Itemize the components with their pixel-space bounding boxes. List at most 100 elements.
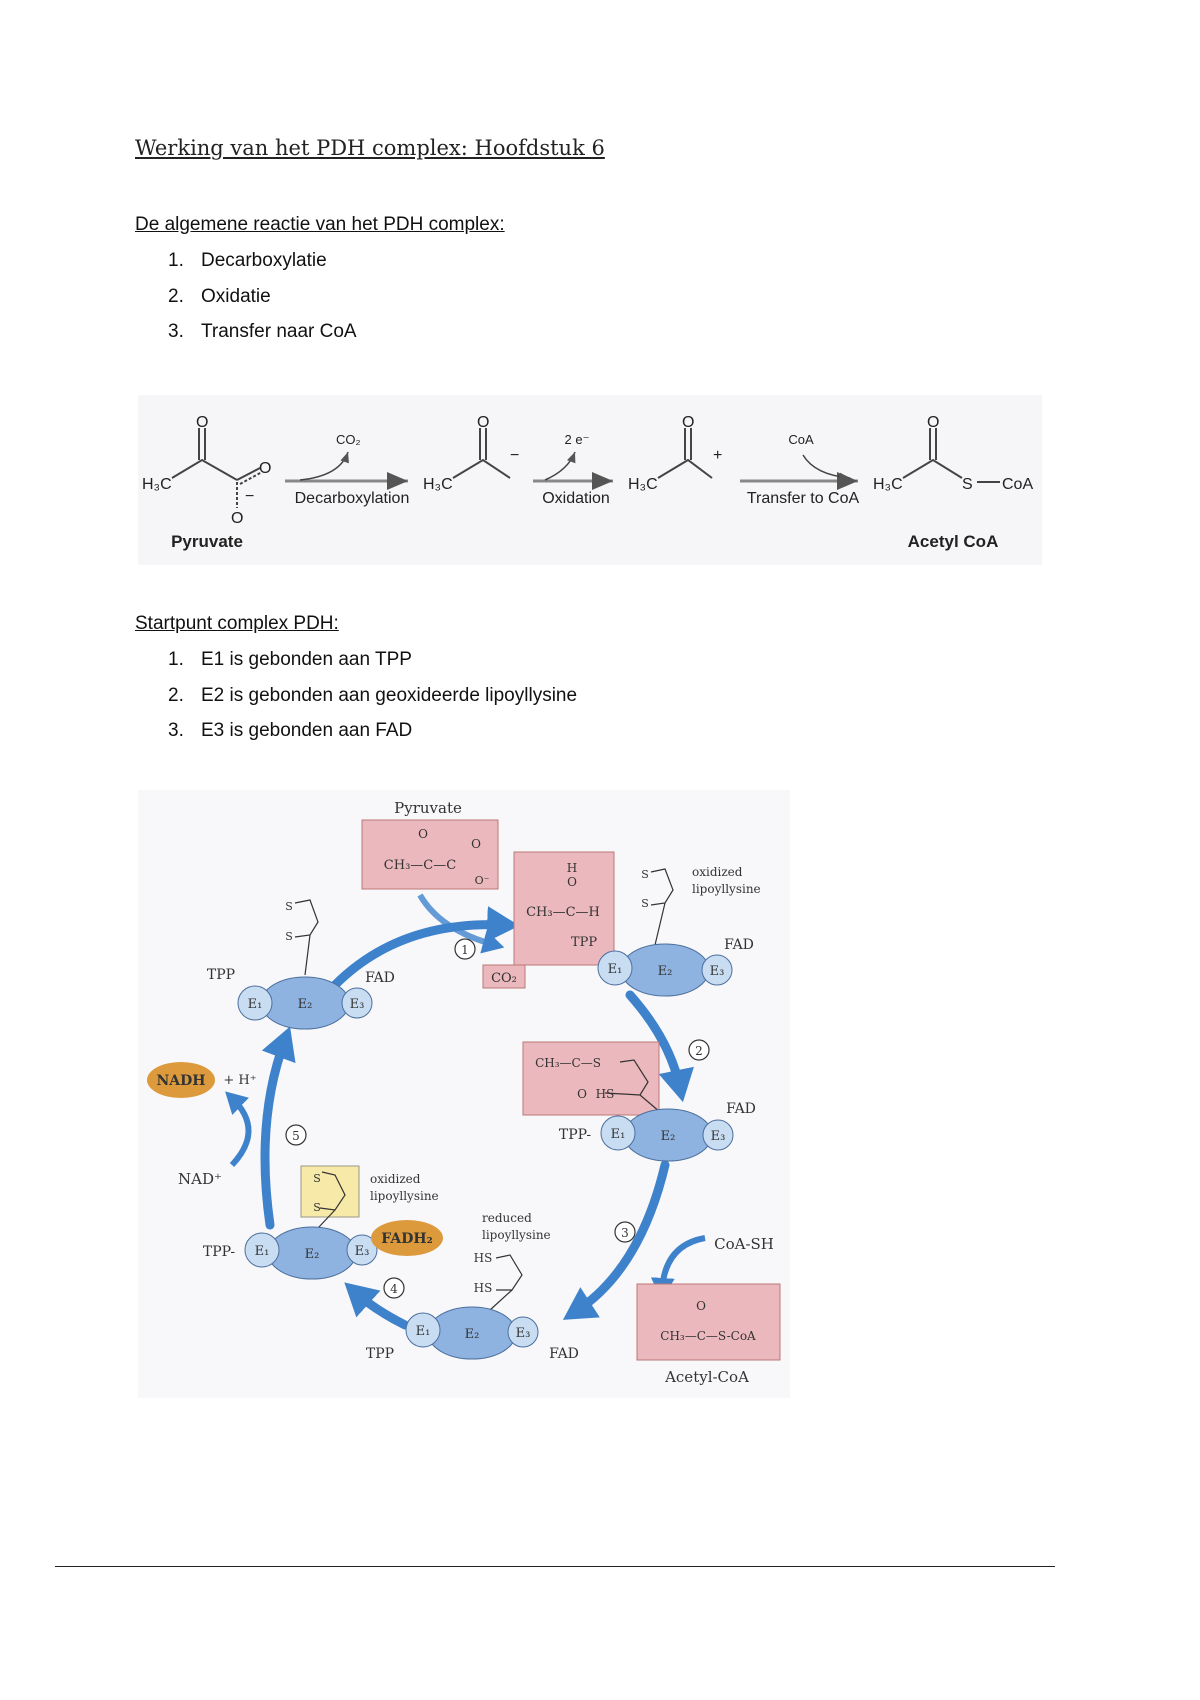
e1-label: E₁ bbox=[255, 1244, 270, 1259]
lipoyllysine-label: lipoyllysine bbox=[692, 882, 761, 896]
acetyl-lipoyl-hs: HS bbox=[596, 1087, 615, 1101]
list-number: 3. bbox=[168, 720, 184, 741]
complex-bottom-left bbox=[244, 1226, 378, 1280]
acetyl-coa-box bbox=[636, 1283, 781, 1361]
e2-label: E₂ bbox=[305, 1247, 320, 1262]
list-number: 1. bbox=[168, 250, 184, 271]
coa-label: CoA bbox=[788, 432, 814, 447]
s-label: S bbox=[285, 900, 293, 913]
nad-plus-label: NAD⁺ bbox=[178, 1170, 222, 1188]
footer-divider bbox=[55, 1566, 1055, 1567]
e2-label: E₂ bbox=[465, 1327, 480, 1342]
pyruvate-box bbox=[361, 819, 499, 890]
complex-top-right bbox=[597, 943, 733, 997]
lipoyllysine-label: lipoyllysine bbox=[482, 1228, 551, 1242]
s-label: S bbox=[313, 1172, 321, 1185]
complex-top-left bbox=[237, 976, 373, 1030]
acetyl-h3c: H₃C bbox=[873, 476, 903, 493]
tpp-label: TPP- bbox=[203, 1244, 235, 1260]
list-item: 1.E1 is gebonden aan TPP bbox=[168, 649, 577, 685]
transfer-label: Transfer to CoA bbox=[747, 490, 860, 507]
arrow-step1 bbox=[330, 906, 520, 990]
co2-label: CO₂ bbox=[491, 971, 517, 986]
acetyl-s: S bbox=[962, 476, 973, 493]
step-3-number: 3 bbox=[621, 1226, 629, 1240]
intermediate2-h3c: H₃C bbox=[628, 476, 658, 493]
arrow-step5 bbox=[260, 1026, 296, 1230]
e3-label: E₃ bbox=[350, 997, 365, 1012]
electrons-label: 2 e⁻ bbox=[565, 432, 590, 447]
list-number: 2. bbox=[168, 684, 184, 706]
intermediate-tpp: TPP bbox=[571, 935, 597, 950]
pyruvate-o2: O bbox=[259, 460, 271, 477]
e2-label: E₂ bbox=[658, 964, 673, 979]
e1-label: E₁ bbox=[416, 1324, 431, 1339]
oxidized-label: oxidized bbox=[692, 865, 743, 879]
arrow-step2 bbox=[625, 990, 694, 1103]
reduced-label: reduced bbox=[482, 1211, 532, 1225]
acetyl-coa-label: Acetyl-CoA bbox=[664, 1368, 749, 1386]
acetyl-coa-label: Acetyl CoA bbox=[908, 532, 999, 551]
s-label: S bbox=[313, 1201, 321, 1214]
list-text: Oxidatie bbox=[201, 285, 271, 307]
pyruvate-charge: − bbox=[245, 488, 254, 505]
intermediate1-h3c: H₃C bbox=[423, 476, 453, 493]
intermediate2-charge: + bbox=[713, 447, 722, 464]
arrow-co2-release bbox=[417, 893, 505, 954]
acetyl-o: O bbox=[927, 414, 939, 431]
step-2-number: 2 bbox=[695, 1044, 703, 1058]
list-text: E3 is gebonden aan FAD bbox=[201, 720, 413, 741]
co2-label: CO₂ bbox=[336, 432, 361, 447]
acetyl-coa-o: O bbox=[696, 1299, 706, 1313]
page-title: Werking van het PDH complex: Hoofdstuk 6 bbox=[135, 136, 605, 160]
acetyl-coa-formula: CH₃—C—S-CoA bbox=[660, 1329, 756, 1343]
reaction-scheme: H₃C O O O − CO₂ Decarboxylation H₃C O − … bbox=[138, 395, 1042, 565]
arrow-coa-acetylcoa bbox=[650, 1235, 706, 1300]
s-label: S bbox=[641, 897, 649, 910]
fad-label: FAD bbox=[549, 1346, 579, 1362]
pyruvate-o: O bbox=[196, 414, 208, 431]
section-heading-startpoint: Startpunt complex PDH: bbox=[135, 613, 339, 634]
list-text: E1 is gebonden aan TPP bbox=[201, 649, 412, 670]
list-item: 2. E2 is gebonden aan geoxideerde lipoyll… bbox=[168, 685, 577, 721]
list-number: 3. bbox=[168, 321, 184, 342]
intermediate-formula: CH₃—C—H bbox=[526, 905, 600, 920]
list-text: Transfer naar CoA bbox=[201, 321, 357, 342]
fadh2-badge bbox=[371, 1220, 443, 1256]
intermediate1-charge: − bbox=[510, 447, 519, 464]
e2-label: E₂ bbox=[661, 1129, 676, 1144]
nadh-label: NADH bbox=[156, 1073, 205, 1089]
list-item: 1. Decarboxylatie bbox=[168, 250, 357, 286]
list-item: 2. Oxidatie bbox=[168, 286, 357, 322]
list-number: 2. bbox=[168, 285, 184, 307]
pyruvate-label: Pyruvate bbox=[394, 799, 462, 817]
acetyl-coa-end: CoA bbox=[1002, 476, 1033, 493]
oxidation-label: Oxidation bbox=[542, 490, 610, 507]
list-text: Decarboxylatie bbox=[201, 250, 327, 271]
pyruvate-o-minus: O⁻ bbox=[475, 874, 490, 887]
e1-label: E₁ bbox=[248, 997, 263, 1012]
complex-right bbox=[600, 1108, 734, 1162]
pyruvate-h3c: H₃C bbox=[142, 476, 172, 493]
tpp-label: TPP- bbox=[559, 1127, 591, 1143]
tpp-label: TPP bbox=[366, 1346, 394, 1362]
coa-sh-label: CoA-SH bbox=[714, 1235, 774, 1253]
arrow-nad-nadh bbox=[225, 1091, 252, 1168]
fad-label: FAD bbox=[726, 1101, 756, 1117]
s-label: S bbox=[641, 868, 649, 881]
decarboxylation-label: Decarboxylation bbox=[295, 490, 410, 507]
e3-label: E₃ bbox=[355, 1244, 370, 1259]
intermediate2-o: O bbox=[682, 414, 694, 431]
hs-label: HS bbox=[474, 1251, 493, 1265]
lipoyllysine-label: lipoyllysine bbox=[370, 1189, 439, 1203]
fad-label: FAD bbox=[724, 937, 754, 953]
h-plus-label: + H⁺ bbox=[223, 1073, 256, 1088]
arrow-step4 bbox=[344, 1282, 410, 1330]
list-text: E2 is gebonden aan geoxideerde lipoyllys… bbox=[201, 684, 578, 706]
intermediate-h: H bbox=[567, 861, 577, 875]
e1-label: E₁ bbox=[608, 962, 623, 977]
pdh-cycle-diagram: 1 2 3 4 5 Pyruvate O O CH₃—C—C O⁻ H O CH… bbox=[138, 790, 790, 1398]
fad-label: FAD bbox=[365, 970, 395, 986]
intermediate1-o: O bbox=[477, 414, 489, 431]
oxidized-lipoyl-box bbox=[300, 1165, 360, 1218]
